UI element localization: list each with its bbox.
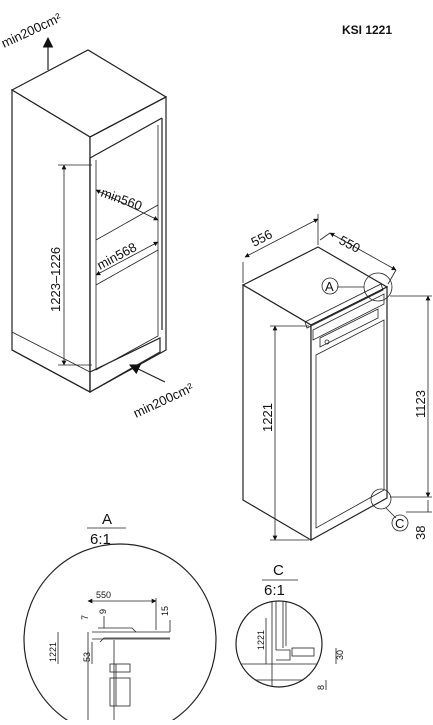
bottom-gap-dimension [406,500,432,513]
niche-cabinet [10,49,168,394]
detail-a-dim-53: 53 [82,652,92,662]
appliance-height-label: 1221 [260,403,275,432]
detail-c-dimensions [265,618,337,690]
detail-a-dimensions [57,598,171,664]
callout-c-label: C [395,516,404,531]
niche-width-dimension [95,189,159,221]
appliance-height-dimension [270,325,309,541]
appliance-width-dimension [242,214,319,283]
appliance-body [241,246,389,542]
detail-a-title: A [102,511,112,528]
detail-c-dim-30: 30 [335,650,345,660]
detail-a-dim-1221: 1221 [48,642,58,662]
door-height-label: 1123 [413,390,428,418]
appliance-depth-dimension [319,232,397,285]
detail-c-circle [235,600,323,688]
vent-arrow-bottom [129,364,166,383]
vent-bottom-label: min200cm² [131,380,196,421]
detail-a-scale: 6:1 [90,531,111,548]
niche-height-dimension [58,164,92,366]
detail-a-circle [23,543,217,725]
detail-a-dim-15: 15 [160,606,170,616]
callout-a [321,272,393,302]
callout-c [370,488,409,532]
callout-a-label: A [325,279,334,294]
detail-c-dim-1221: 1221 [256,630,266,650]
door-height-dimension [390,295,432,498]
detail-a-dim-550: 550 [96,590,111,600]
detail-c-title: C [273,562,284,579]
appliance-width-label: 556 [249,226,275,249]
niche-depth-dimension [95,241,159,276]
detail-c-scale: 6:1 [264,582,285,599]
detail-c-dim-8: 8 [316,685,326,690]
niche-height-label: 1223–1226 [48,247,63,312]
model-name: KSI 1221 [342,23,392,37]
detail-a-dim-7: 7 [80,615,90,620]
bottom-gap-label: 38 [413,526,428,540]
vent-top-label: min200cm² [0,10,64,51]
detail-a-dim-9: 9 [98,609,108,614]
appliance-depth-label: 550 [337,232,363,255]
